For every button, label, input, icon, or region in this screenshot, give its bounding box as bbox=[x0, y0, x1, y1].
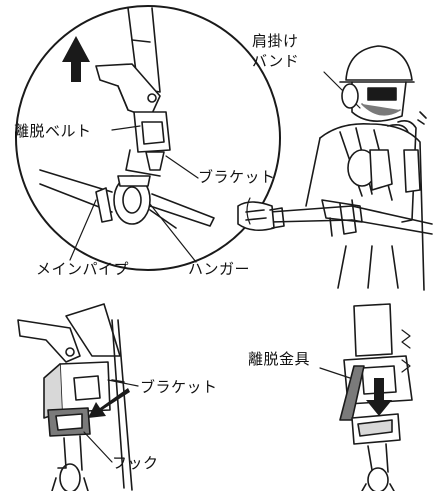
hook-label: フック bbox=[112, 454, 159, 472]
release-plate bbox=[95, 63, 161, 119]
hanger-and-pipe bbox=[39, 169, 215, 229]
hook-detail-left bbox=[17, 303, 133, 493]
release-fitting-label: 離脱金具 bbox=[248, 350, 311, 368]
pull-arrow-icon bbox=[88, 388, 130, 418]
release-arrow-icon bbox=[366, 378, 392, 416]
hanger-label: ハンガー bbox=[188, 260, 251, 278]
main-pipe-label: メインパイプ bbox=[36, 260, 130, 278]
magnified-detail-circle bbox=[15, 5, 281, 271]
shoulder-band-label-line2: バンド bbox=[252, 52, 300, 70]
cutter-pipe bbox=[237, 197, 433, 235]
leader-lines-top bbox=[69, 71, 361, 263]
leader-lines-bottom-left bbox=[83, 379, 139, 463]
leader-lines-bottom-right bbox=[319, 367, 351, 379]
bracket-top-label: ブラケット bbox=[198, 168, 276, 186]
worker-figure bbox=[305, 45, 427, 291]
bracket-bottom-label: ブラケット bbox=[140, 378, 218, 396]
up-arrow-icon bbox=[62, 36, 90, 82]
release-belt-label: 離脱ベルト bbox=[14, 122, 92, 140]
shoulder-band-label-line1: 肩掛け bbox=[252, 32, 299, 50]
bracket-assembly-top bbox=[125, 111, 171, 177]
